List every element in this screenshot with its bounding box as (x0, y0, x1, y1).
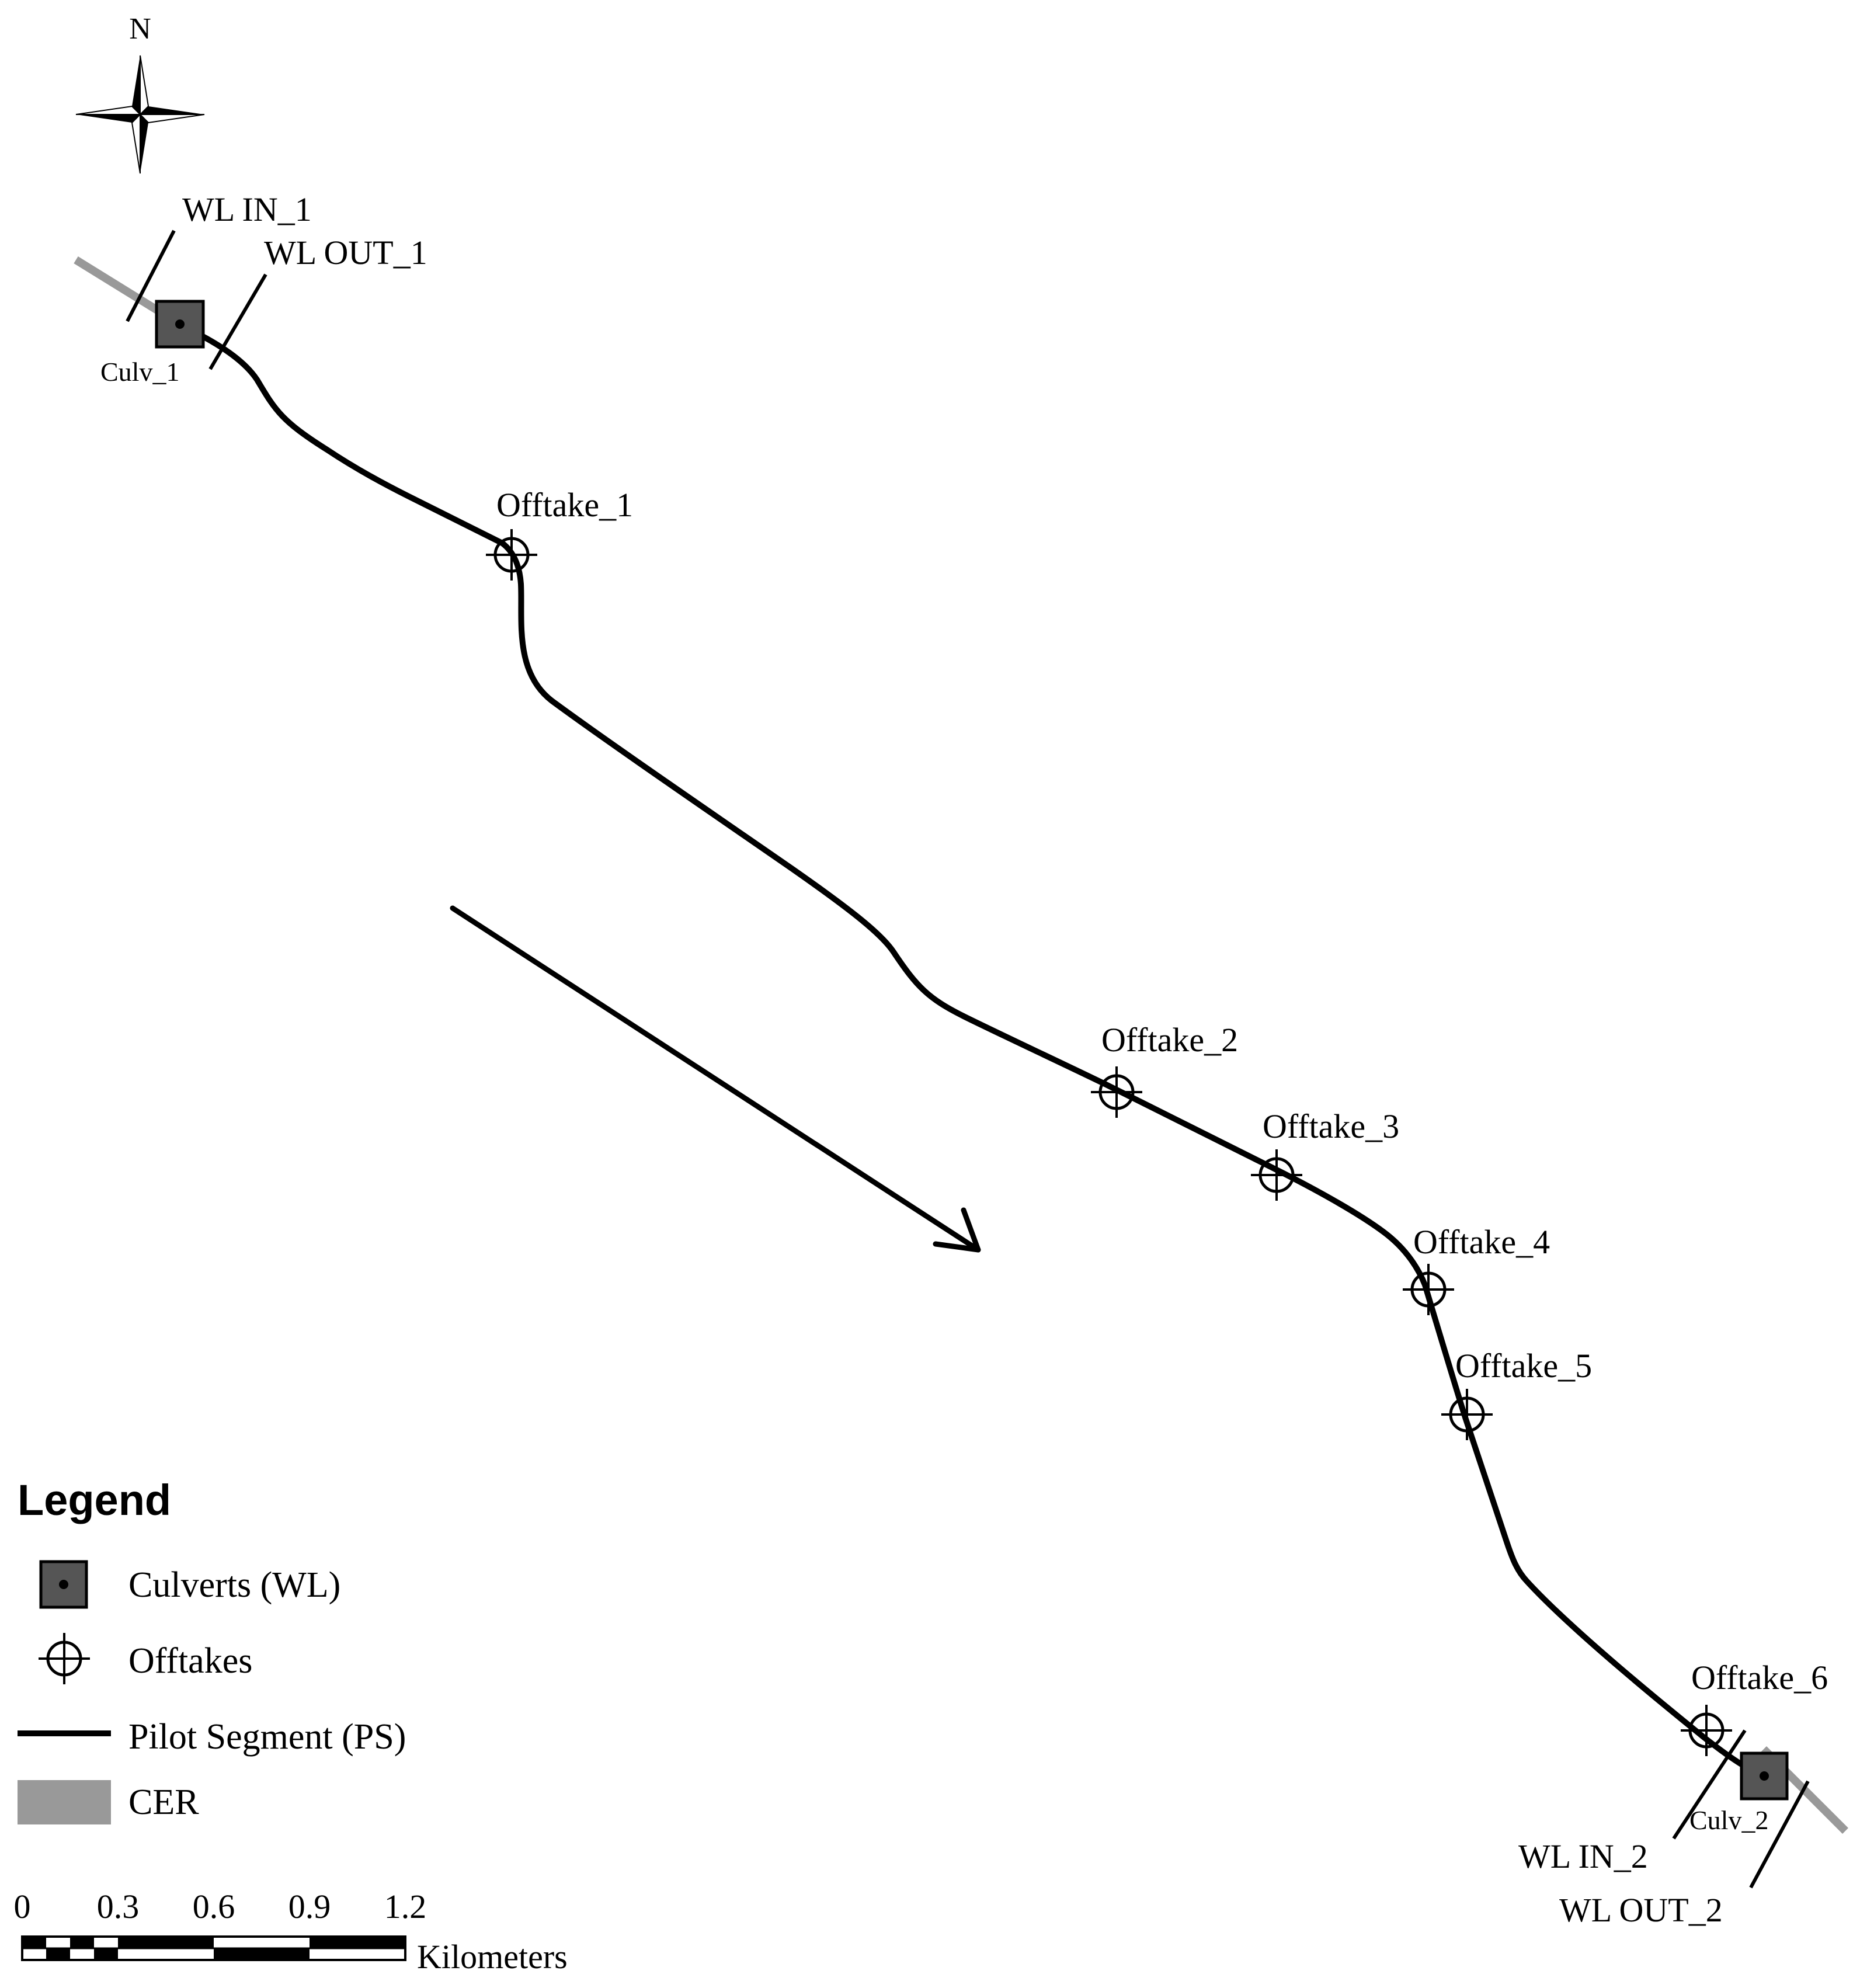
scale-tick-0: 0 (14, 1888, 31, 1926)
flow-direction-arrow-icon (450, 905, 981, 1253)
offtake-2-label: Offtake_2 (1101, 1021, 1238, 1059)
offtake-4-label: Offtake_4 (1413, 1223, 1550, 1261)
legend-culverts-label: Culverts (WL) (128, 1565, 340, 1605)
offtake-4 (1403, 1264, 1454, 1315)
wl-out-1-section-line (208, 273, 267, 370)
wl-out-2-label: WL OUT_2 (1559, 1891, 1723, 1929)
wl-in-1-label: WL IN_1 (182, 190, 312, 228)
culvert-2-center-dot (1760, 1771, 1769, 1781)
legend-cer-symbol (18, 1780, 111, 1824)
offtake-6-label: Offtake_6 (1691, 1659, 1828, 1697)
legend-culvert-symbol (39, 1560, 88, 1609)
offtake-1-label: Offtake_1 (496, 486, 633, 524)
scale-unit-label: Kilometers (417, 1938, 568, 1976)
offtake-3 (1251, 1149, 1302, 1201)
culvert-1: Culv_1 WL IN_1 WL OUT_1 (100, 190, 427, 387)
cer-channel (74, 256, 1848, 1834)
legend-title: Legend (18, 1476, 171, 1524)
scale-bar: 0 0.3 0.6 0.9 1.2 Kilometers (14, 1888, 568, 1976)
wl-in-1-section-line (126, 230, 176, 322)
offtake-5 (1441, 1389, 1493, 1440)
wl-out-2-section-line (1749, 1780, 1810, 1889)
north-arrow: N (75, 12, 205, 174)
culv-1-label: Culv_1 (100, 357, 179, 387)
wl-in-2-section-line (1672, 1729, 1747, 1840)
culv-2-label: Culv_2 (1689, 1805, 1768, 1835)
legend-pilot-segment-label: Pilot Segment (PS) (128, 1717, 406, 1757)
wl-in-2-label: WL IN_2 (1518, 1837, 1648, 1875)
culvert-2: Culv_2 WL IN_2 WL OUT_2 (1518, 1729, 1810, 1929)
offtake-2 (1091, 1066, 1142, 1118)
culvert-1-center-dot (175, 319, 185, 329)
pilot-segment-line (177, 321, 1767, 1778)
north-label: N (129, 12, 151, 46)
offtake-6 (1681, 1705, 1732, 1756)
scale-tick-0-9: 0.9 (288, 1888, 331, 1926)
scale-tick-1-2: 1.2 (384, 1888, 427, 1926)
scale-tick-0-3: 0.3 (97, 1888, 140, 1926)
legend-cer-label: CER (128, 1782, 199, 1822)
legend: Legend Culverts (WL) Offtakes Pilot Segm… (18, 1476, 406, 1824)
legend-offtake-symbol (39, 1633, 90, 1684)
scale-tick-0-6: 0.6 (193, 1888, 235, 1926)
offtake-5-label: Offtake_5 (1455, 1347, 1592, 1385)
scale-bar-graphic (21, 1935, 406, 1961)
offtake-3-label: Offtake_3 (1263, 1107, 1399, 1145)
offtake-1 (486, 529, 537, 581)
legend-offtakes-label: Offtakes (128, 1641, 252, 1681)
compass-rose-icon (75, 55, 205, 174)
wl-out-1-label: WL OUT_1 (264, 234, 427, 272)
